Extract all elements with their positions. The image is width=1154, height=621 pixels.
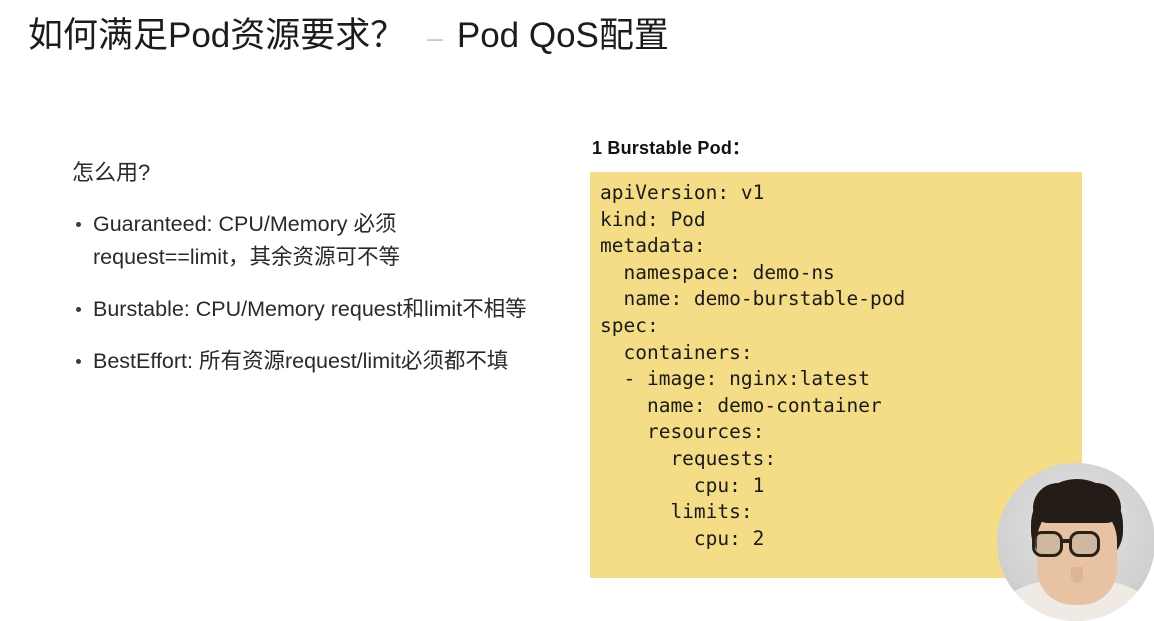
presenter-hair-fringe [1033, 483, 1121, 523]
list-item: BestEffort: 所有资源request/limit必须都不填 [72, 345, 552, 378]
list-item: Guaranteed: CPU/Memory 必须 request==limit… [72, 208, 552, 274]
yaml-code-text: apiVersion: v1 kind: Pod metadata: names… [600, 181, 906, 550]
glasses-left-lens [1032, 531, 1063, 557]
list-item-label: Burstable: CPU/Memory request和limit不相等 [93, 297, 527, 321]
list-item-label: BestEffort: 所有资源request/limit必须都不填 [93, 349, 509, 373]
presenter-webcam-overlay[interactable] [997, 463, 1154, 621]
list-item-label: Guaranteed: CPU/Memory 必须 request==limit… [93, 212, 401, 269]
list-item: Burstable: CPU/Memory request和limit不相等 [72, 293, 552, 326]
page-title-main: 如何满足Pod资源要求？ [28, 16, 406, 55]
left-content-column: 怎么用? Guaranteed: CPU/Memory 必须 request==… [72, 158, 552, 378]
bullet-dot-icon [76, 222, 81, 227]
title-separator-dash: – [427, 22, 443, 53]
bullet-dot-icon [76, 307, 81, 312]
bullet-dot-icon [76, 359, 81, 364]
glasses-bridge [1063, 539, 1069, 543]
glasses-right-lens [1069, 531, 1100, 557]
presenter-nose [1071, 567, 1083, 583]
code-block-caption: 1 Burstable Pod： [592, 138, 751, 158]
qos-class-list: Guaranteed: CPU/Memory 必须 request==limit… [72, 208, 552, 378]
page-title: 如何满足Pod资源要求？ – Pod QoS配置 [28, 14, 669, 60]
usage-heading: 怎么用? [72, 160, 151, 185]
page-title-subtitle: Pod QoS配置 [456, 16, 669, 55]
